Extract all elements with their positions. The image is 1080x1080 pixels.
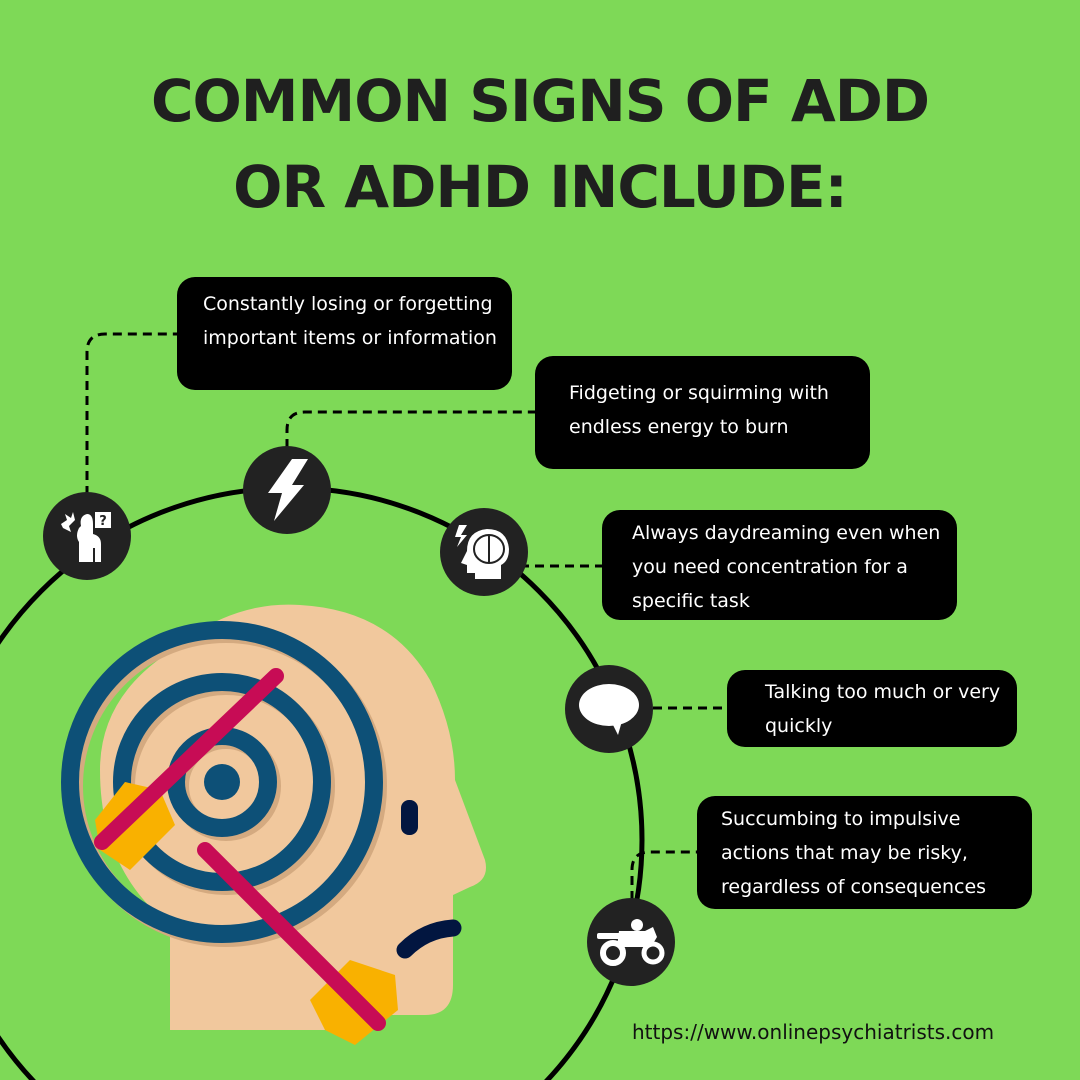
connectors xyxy=(85,332,728,900)
sign-text-3: Always daydreaming even when you need co… xyxy=(632,522,941,612)
brain-head-icon xyxy=(455,525,509,579)
sign-box-3: Always daydreaming even when you need co… xyxy=(602,510,957,620)
motorcycle-icon xyxy=(597,919,665,966)
node-brain-head xyxy=(440,508,528,596)
sign-text-2: Fidgeting or squirming with endless ener… xyxy=(569,382,829,438)
title-line-1: COMMON SIGNS OF ADD xyxy=(150,67,930,135)
node-confused-person: ? xyxy=(43,492,131,580)
svg-text:?: ? xyxy=(99,514,107,529)
sign-box-2: Fidgeting or squirming with endless ener… xyxy=(535,356,870,469)
sign-text-4: Talking too much or very quickly xyxy=(765,681,1001,737)
sign-box-1: Constantly losing or forgetting importan… xyxy=(177,277,512,390)
sign-box-5: Succumbing to impulsive actions that may… xyxy=(697,796,1032,909)
website-url[interactable]: https://www.onlinepsychiatrists.com xyxy=(632,1020,995,1044)
head-target-illustration xyxy=(61,604,486,1045)
node-motorcycle xyxy=(587,898,675,986)
page-title: COMMON SIGNS OF ADD OR ADHD INCLUDE: xyxy=(0,58,1080,230)
speech-bubble-icon xyxy=(579,684,639,735)
sign-text-5: Succumbing to impulsive actions that may… xyxy=(721,808,987,898)
lightning-bolt-icon xyxy=(268,459,308,521)
sign-box-4: Talking too much or very quickly xyxy=(727,670,1017,747)
node-lightning xyxy=(243,446,331,534)
title-line-2: OR ADHD INCLUDE: xyxy=(233,153,848,221)
sign-text-1: Constantly losing or forgetting importan… xyxy=(203,293,497,349)
confused-person-icon: ? xyxy=(61,512,111,562)
node-speech-bubble xyxy=(565,665,653,753)
